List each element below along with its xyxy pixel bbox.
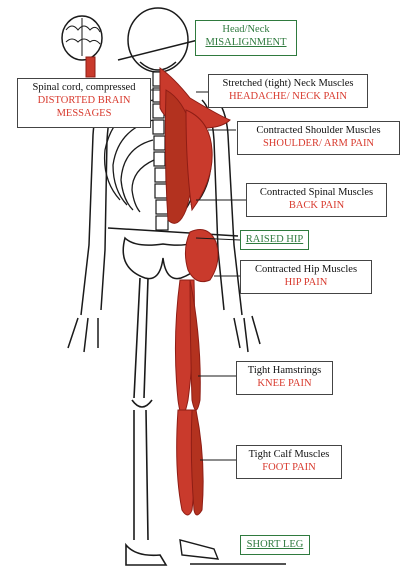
- hamstrings-line2: KNEE PAIN: [257, 378, 312, 389]
- raised-hip-line1: RAISED HIP: [245, 234, 304, 245]
- hip-muscles-line2: HIP PAIN: [284, 277, 328, 288]
- label-spinal-cord: Spinal cord, compressed DISTORTED BRAIN …: [17, 78, 151, 128]
- pelvis: [122, 236, 204, 280]
- hip-tilt-line: [107, 227, 239, 237]
- right-leg-muscles: [174, 279, 220, 560]
- hip-muscles-line1: Contracted Hip Muscles: [254, 264, 358, 275]
- spinal-cord-line1: Spinal cord, compressed: [32, 82, 136, 93]
- brain-inset: [61, 15, 103, 78]
- spinal-muscles-line2: BACK PAIN: [288, 200, 345, 211]
- hip-muscle: [184, 229, 219, 283]
- left-leg: [125, 277, 168, 566]
- label-shoulder-muscles: Contracted Shoulder Muscles SHOULDER/ AR…: [237, 121, 400, 155]
- spinal-cord-stem: [85, 56, 96, 78]
- label-short-leg: SHORT LEG: [240, 535, 310, 555]
- head-neck-line1: Head/Neck: [222, 24, 270, 35]
- head-neck-line2: MISALIGNMENT: [205, 37, 287, 48]
- spinal-cord-line3: MESSAGES: [56, 108, 112, 119]
- leader-lines: [150, 89, 246, 461]
- back-muscles: [159, 67, 231, 224]
- spinal-muscles-line1: Contracted Spinal Muscles: [259, 187, 374, 198]
- neck-muscles-line1: Stretched (tight) Neck Muscles: [222, 78, 354, 89]
- spinal-cord-line2: DISTORTED BRAIN: [37, 95, 131, 106]
- label-calf-muscles: Tight Calf Muscles FOOT PAIN: [236, 445, 342, 479]
- label-hip-muscles: Contracted Hip Muscles HIP PAIN: [240, 260, 372, 294]
- neck-muscles-line2: HEADACHE/ NECK PAIN: [228, 91, 348, 102]
- skull: [127, 7, 189, 73]
- label-hamstrings: Tight Hamstrings KNEE PAIN: [236, 361, 333, 395]
- hamstrings-line1: Tight Hamstrings: [247, 365, 322, 376]
- short-leg-line1: SHORT LEG: [246, 539, 304, 550]
- label-spinal-muscles: Contracted Spinal Muscles BACK PAIN: [246, 183, 387, 217]
- label-head-neck: Head/Neck MISALIGNMENT: [195, 20, 297, 56]
- label-neck-muscles: Stretched (tight) Neck Muscles HEADACHE/…: [208, 74, 368, 108]
- calf-muscles-line2: FOOT PAIN: [262, 462, 316, 473]
- shoulder-muscles-line1: Contracted Shoulder Muscles: [256, 125, 381, 136]
- head-tilt-line: [117, 39, 199, 61]
- calf-muscles-line1: Tight Calf Muscles: [248, 449, 330, 460]
- label-raised-hip: RAISED HIP: [240, 230, 309, 250]
- shoulder-muscles-line2: SHOULDER/ ARM PAIN: [262, 138, 375, 149]
